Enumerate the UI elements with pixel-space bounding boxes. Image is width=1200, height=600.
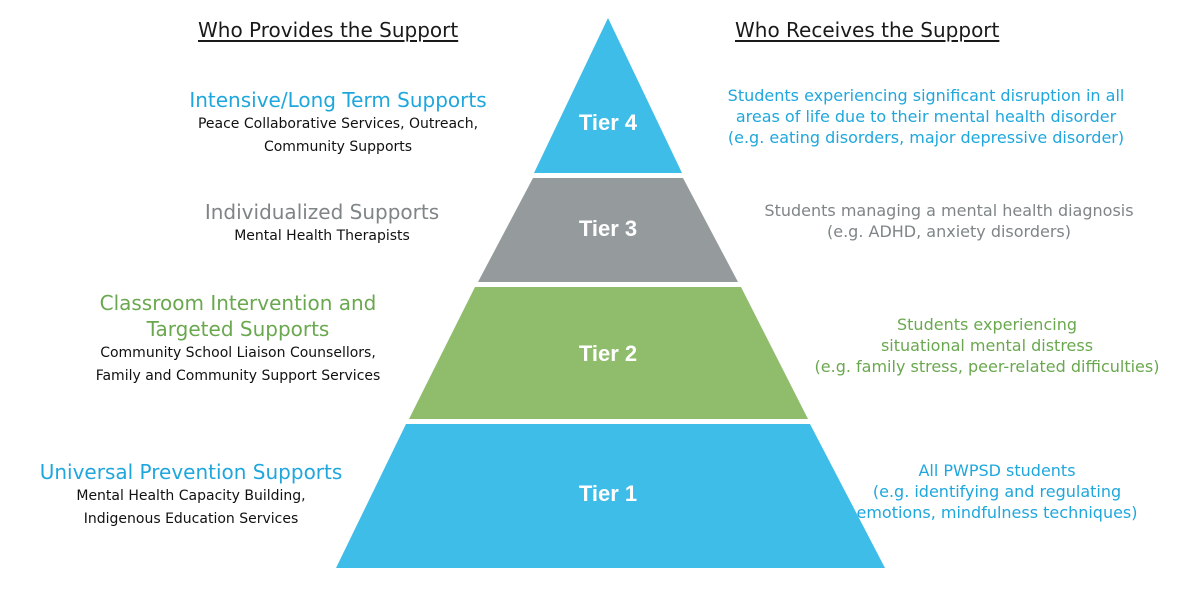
tier-2-provider-title: Targeted Supports <box>146 317 330 341</box>
tier-2-provider-line: Family and Community Support Services <box>95 368 381 384</box>
tier-2-provider-title: Classroom Intervention and <box>99 291 377 315</box>
tier-4-recipient-line: Students experiencing significant disrup… <box>727 86 1125 105</box>
tier-3-segment <box>478 178 738 282</box>
tier-1-label: Tier 1 <box>578 481 638 506</box>
tier-1-provider: Universal Prevention Supports Mental Hea… <box>0 459 391 531</box>
tier-1-recipient-line: (e.g. identifying and regulating <box>872 482 1122 501</box>
tier-3-recipient-line: Students managing a mental health diagno… <box>764 201 1134 220</box>
tier-3-recipients: Students managing a mental health diagno… <box>719 200 1179 242</box>
tier-2-segment <box>409 287 808 419</box>
tier-2-recipients: Students experiencing situational mental… <box>767 314 1200 377</box>
tier-4-provider-line: Peace Collaborative Services, Outreach, <box>197 116 479 132</box>
recipient-column-header: Who Receives the Support <box>735 18 1000 42</box>
tier-4-provider: Intensive/Long Term Supports Peace Colla… <box>138 87 538 159</box>
tier-4-recipient-line: areas of life due to their mental health… <box>735 107 1117 126</box>
tier-2-provider: Classroom Intervention and Targeted Supp… <box>38 290 438 388</box>
tier-2-recipient-line: Students experiencing <box>897 315 1077 334</box>
provider-column-header: Who Provides the Support <box>198 18 459 42</box>
tier-2-recipient-line: (e.g. family stress, peer-related diffic… <box>814 357 1160 376</box>
tier-3-provider-line: Mental Health Therapists <box>234 228 410 244</box>
tier-1-recipient-line: emotions, mindfulness techniques) <box>856 503 1138 522</box>
tier-2-label: Tier 2 <box>578 341 638 366</box>
tier-3-label: Tier 3 <box>578 216 638 241</box>
tier-1-provider-line: Indigenous Education Services <box>83 511 299 527</box>
tier-2-recipient-line: situational mental distress <box>880 336 1094 355</box>
tier-3-provider: Individualized Supports Mental Health Th… <box>122 199 522 248</box>
tier-4-recipient-line: (e.g. eating disorders, major depressive… <box>727 128 1125 147</box>
tier-3-recipient-line: (e.g. ADHD, anxiety disorders) <box>827 222 1071 241</box>
tier-4-provider-title: Intensive/Long Term Supports <box>189 88 487 112</box>
tier-4-segment <box>534 18 682 173</box>
tier-4-provider-line: Community Supports <box>263 139 413 155</box>
tier-1-segment <box>336 424 885 568</box>
tier-1-recipients: All PWPSD students (e.g. identifying and… <box>812 460 1182 523</box>
tier-3-provider-title: Individualized Supports <box>204 200 440 224</box>
tier-1-recipient-line: All PWPSD students <box>918 461 1076 480</box>
tier-2-provider-line: Community School Liaison Counsellors, <box>100 345 376 361</box>
tier-1-provider-title: Universal Prevention Supports <box>39 460 343 484</box>
tier-4-recipients: Students experiencing significant disrup… <box>696 85 1156 148</box>
tier-1-provider-line: Mental Health Capacity Building, <box>76 488 306 504</box>
tier-4-label: Tier 4 <box>578 110 638 135</box>
